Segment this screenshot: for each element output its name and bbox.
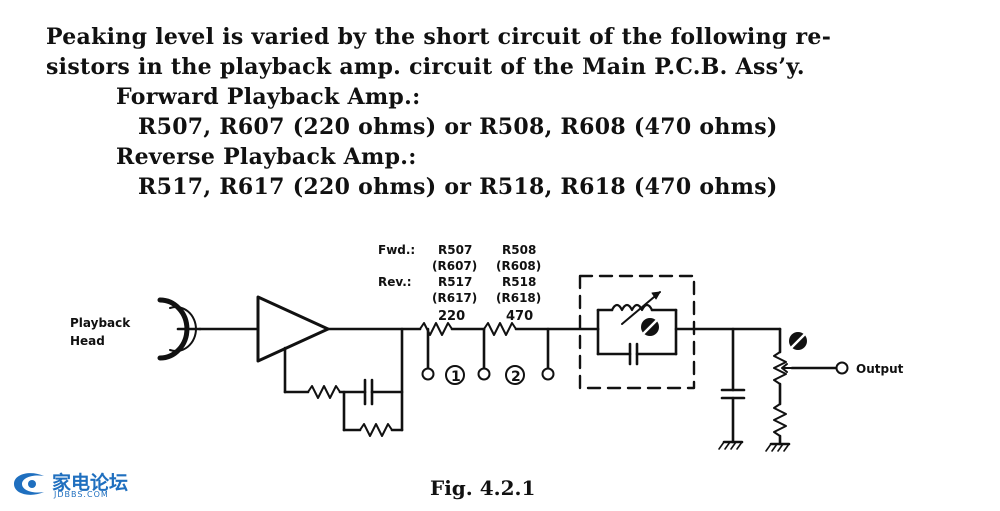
lc-trap-box bbox=[578, 274, 696, 390]
playback-head-symbol bbox=[157, 297, 202, 361]
instruction-paragraph: Peaking level is varied by the short cir… bbox=[46, 22, 946, 202]
r-rev-a: R517 bbox=[438, 275, 472, 289]
output-terminal bbox=[835, 361, 849, 375]
value-470: 470 bbox=[506, 309, 533, 324]
watermark-cn: 家电论坛 bbox=[52, 472, 129, 494]
playback-amp-schematic: Playback Head 1 bbox=[70, 243, 904, 452]
terminal-1-label: 1 bbox=[451, 369, 461, 385]
figure-caption: Fig. 4.2.1 bbox=[430, 476, 536, 500]
r-fwd-a-alt: (R607) bbox=[432, 259, 477, 273]
r-rev-b: R518 bbox=[502, 275, 536, 289]
output-label: Output bbox=[856, 362, 904, 376]
text-line-1: Peaking level is varied by the short cir… bbox=[46, 24, 832, 50]
site-watermark: 家电论坛 JDBBS.COM bbox=[10, 466, 150, 506]
terminal-2-label: 2 bbox=[511, 369, 521, 385]
head-label-1: Playback bbox=[70, 316, 131, 330]
r-fwd-b-alt: (R608) bbox=[496, 259, 541, 273]
reverse-values: R517, R617 (220 ohms) or R518, R618 (470… bbox=[138, 174, 778, 200]
value-220: 220 bbox=[438, 309, 465, 324]
watermark-logo-icon bbox=[14, 473, 44, 495]
head-label-2: Head bbox=[70, 334, 105, 348]
fwd-label: Fwd.: bbox=[378, 243, 415, 257]
r-rev-a-alt: (R617) bbox=[432, 291, 477, 305]
r-fwd-a: R507 bbox=[438, 243, 472, 257]
r-fwd-b: R508 bbox=[502, 243, 536, 257]
reverse-heading: Reverse Playback Amp.: bbox=[116, 144, 417, 170]
r-rev-b-alt: (R618) bbox=[496, 291, 541, 305]
rev-label: Rev.: bbox=[378, 275, 412, 289]
amplifier-symbol bbox=[256, 295, 330, 363]
watermark-en: JDBBS.COM bbox=[54, 490, 109, 499]
resistor-470 bbox=[483, 322, 517, 336]
text-line-2: sistors in the playback amp. circuit of … bbox=[46, 54, 805, 80]
resistor-220 bbox=[419, 322, 453, 336]
forward-values: R507, R607 (220 ohms) or R508, R608 (470… bbox=[138, 114, 778, 140]
forward-heading: Forward Playback Amp.: bbox=[116, 84, 421, 110]
